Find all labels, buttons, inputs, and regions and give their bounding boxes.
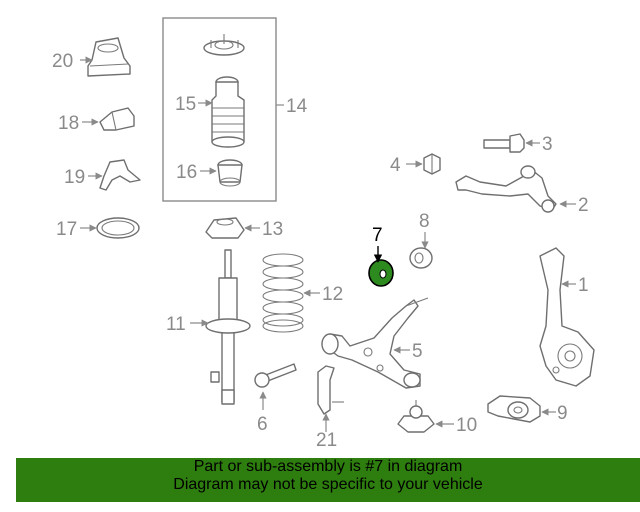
part-11-strut[interactable] xyxy=(205,249,251,405)
callout-21: 21 xyxy=(316,430,337,451)
part-2-upper-control-arm[interactable] xyxy=(455,165,557,213)
part-7-bushing-highlighted[interactable] xyxy=(368,259,394,287)
part-5-lower-control-arm[interactable] xyxy=(321,297,429,389)
callout-15: 15 xyxy=(175,94,196,115)
part-19-bracket[interactable] xyxy=(99,159,141,191)
part-20-bump-stopper[interactable] xyxy=(87,37,131,77)
callout-19: 19 xyxy=(64,167,85,188)
part-18-bracket[interactable] xyxy=(99,107,135,131)
parts-diagram: 20 18 19 17 15 xyxy=(52,17,595,451)
part-12-coil-spring[interactable] xyxy=(262,253,304,333)
part-21-bracket[interactable] xyxy=(317,365,344,415)
banner-line-1: Part or sub-assembly is #7 in diagram xyxy=(193,458,463,475)
part-8-bushing[interactable] xyxy=(409,247,433,269)
callout-10: 10 xyxy=(456,415,477,436)
callout-14: 14 xyxy=(286,96,308,117)
part-6-bolt[interactable] xyxy=(254,363,297,388)
part-1-steering-knuckle[interactable] xyxy=(539,247,595,387)
callout-17: 17 xyxy=(56,219,77,240)
banner-line-2: Diagram may not be specific to your vehi… xyxy=(173,476,483,493)
part-15-dust-boot[interactable] xyxy=(211,76,245,148)
callout-20: 20 xyxy=(52,51,73,72)
callout-5: 5 xyxy=(412,341,423,362)
notice-banner: Part or sub-assembly is #7 in diagram Di… xyxy=(16,458,640,502)
callout-18: 18 xyxy=(58,113,79,134)
strut-assembly-box xyxy=(162,17,277,202)
callout-4: 4 xyxy=(390,155,401,176)
callout-2: 2 xyxy=(578,195,589,216)
part-10-ball-joint[interactable] xyxy=(397,400,435,433)
part-upper-mount[interactable] xyxy=(203,34,245,56)
callout-1: 1 xyxy=(578,275,589,296)
part-13-spring-seat[interactable] xyxy=(205,217,245,239)
part-9-bushing-bracket[interactable] xyxy=(487,395,541,423)
part-4-nut[interactable] xyxy=(423,153,441,175)
callout-7: 7 xyxy=(372,225,383,246)
callout-9: 9 xyxy=(557,403,568,424)
part-3-bolt[interactable] xyxy=(483,133,525,153)
callout-16: 16 xyxy=(176,162,197,183)
part-16-bump-stop[interactable] xyxy=(217,159,243,187)
callout-12: 12 xyxy=(322,284,343,305)
callout-11: 11 xyxy=(166,314,186,335)
callout-8: 8 xyxy=(419,211,430,232)
callout-13: 13 xyxy=(262,219,283,240)
callout-3: 3 xyxy=(542,134,553,155)
part-17-ring[interactable] xyxy=(96,217,140,239)
callout-6: 6 xyxy=(257,414,268,435)
